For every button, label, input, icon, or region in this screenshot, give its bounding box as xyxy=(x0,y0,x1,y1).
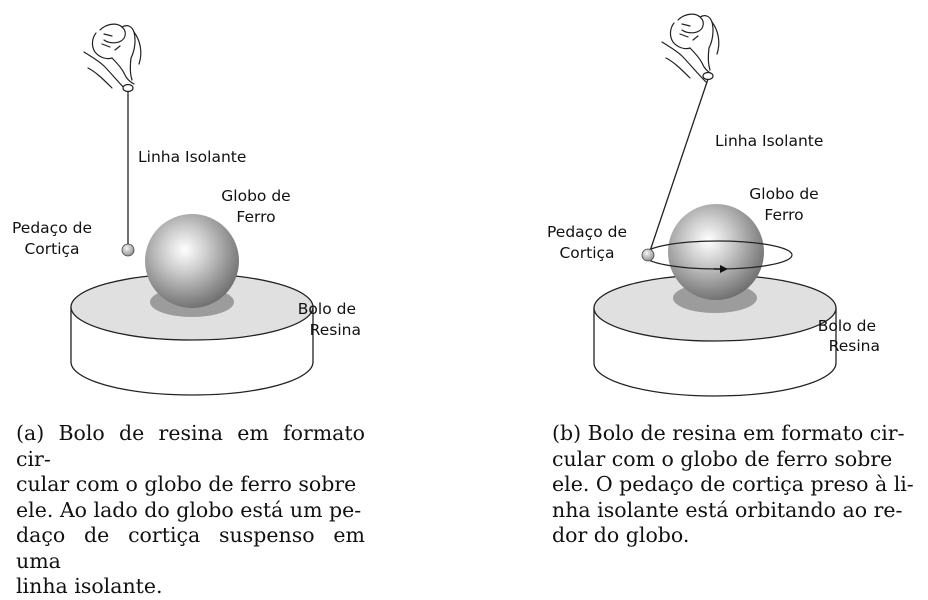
label-resin-1: Bolo de xyxy=(818,317,876,335)
label-cork-2: Cortiça xyxy=(24,240,79,258)
caption-b: (b) Bolo de resina em formato cir- cular… xyxy=(552,421,928,549)
caption-a-line: daço de cortiça suspenso em uma xyxy=(16,523,365,573)
label-cork-1: Pedaço de xyxy=(12,219,92,237)
label-resin-2: Resina xyxy=(829,337,880,355)
orbit-arrow-icon xyxy=(714,265,728,273)
label-iron-globe-2: Ferro xyxy=(764,206,803,224)
caption-b-line: (b) Bolo de resina em formato cir- xyxy=(552,421,905,445)
figure-a: Linha Isolante Globo de Ferro Pedaço de … xyxy=(0,0,464,598)
cork-ball xyxy=(641,248,655,262)
hand-icon xyxy=(661,13,720,83)
label-iron-globe-2: Ferro xyxy=(236,208,275,226)
caption-a-line: linha isolante. xyxy=(16,574,163,598)
iron-globe xyxy=(668,204,764,300)
caption-b-line: ele. O pedaço de cortiça preso à li- xyxy=(552,472,914,496)
figure-b-diagram: Linha Isolante Globo de Ferro Pedaço de … xyxy=(547,13,880,397)
label-iron-globe-1: Globo de xyxy=(221,187,290,205)
label-resin-2: Resina xyxy=(310,321,361,339)
label-resin-1: Bolo de xyxy=(298,300,356,318)
caption-a-line: ele. Ao lado do globo está um pe- xyxy=(16,497,362,522)
iron-globe xyxy=(145,214,239,308)
caption-b-line: cular com o globo de ferro sobre xyxy=(552,446,893,471)
figure-b: Linha Isolante Globo de Ferro Pedaço de … xyxy=(464,0,928,574)
hand-icon xyxy=(83,23,142,93)
label-cork-2: Cortiça xyxy=(559,244,614,262)
caption-b-line: nha isolante está orbitando ao re- xyxy=(552,497,903,522)
label-iron-globe-1: Globo de xyxy=(749,185,818,203)
caption-a: (a) Bolo de resina em formato cir- cular… xyxy=(16,421,365,600)
label-insulating-line: Linha Isolante xyxy=(715,132,823,150)
label-insulating-line: Linha Isolante xyxy=(138,148,246,166)
label-cork-1: Pedaço de xyxy=(547,223,627,241)
cork-ball xyxy=(121,243,135,257)
insulating-string xyxy=(649,78,709,252)
figure-a-diagram: Linha Isolante Globo de Ferro Pedaço de … xyxy=(12,23,361,396)
caption-a-line: (a) Bolo de resina em formato cir- xyxy=(16,421,365,471)
caption-a-line: cular com o globo de ferro sobre xyxy=(16,472,357,496)
caption-b-line: dor do globo. xyxy=(552,523,690,547)
